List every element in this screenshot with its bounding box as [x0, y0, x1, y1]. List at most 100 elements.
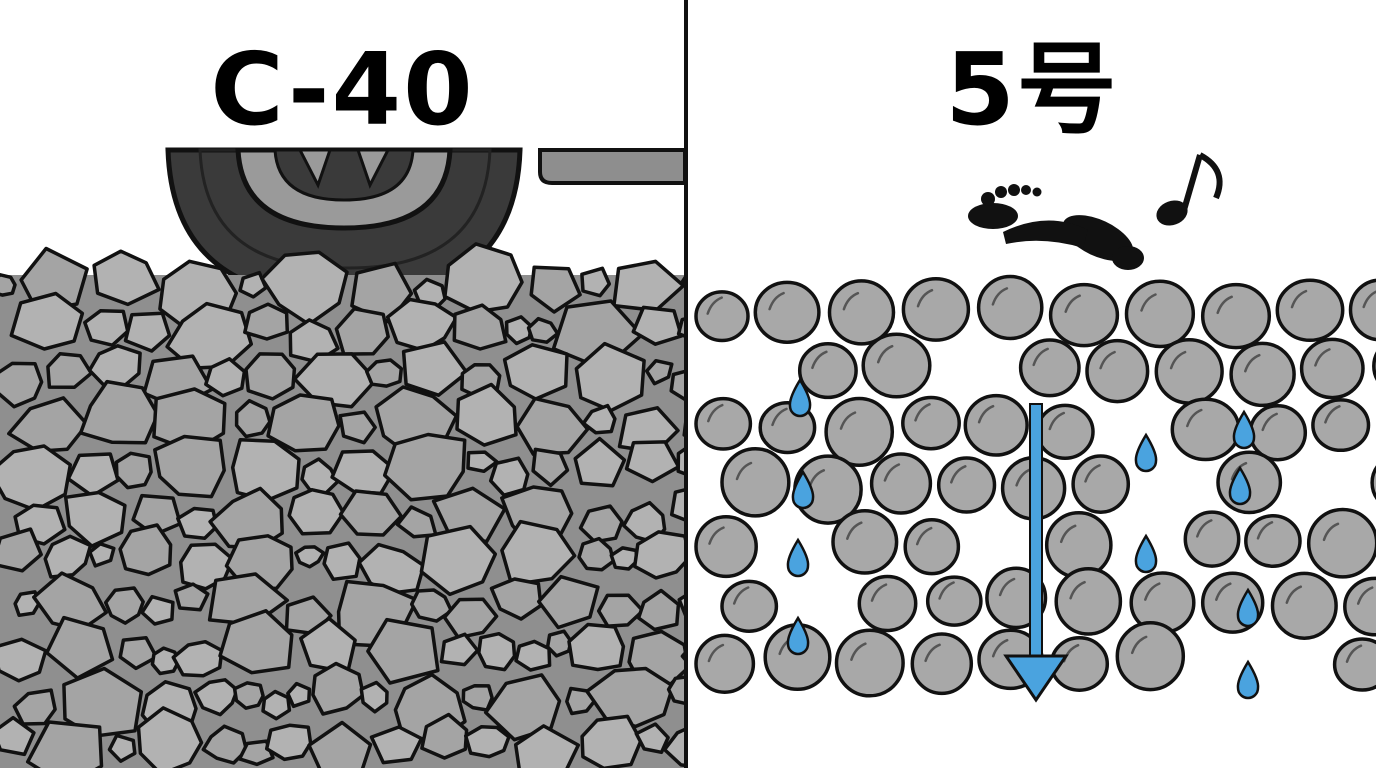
crushed-stone — [88, 542, 116, 568]
round-stone — [797, 342, 858, 400]
round-stone — [1018, 338, 1081, 398]
round-stone — [1054, 567, 1123, 636]
stone-highlight — [1230, 461, 1248, 481]
stone-highlight — [1322, 522, 1340, 542]
stone-highlight — [924, 643, 941, 663]
crushed-stone — [118, 523, 173, 577]
crushed-stone — [513, 724, 581, 768]
stone-highlight — [977, 404, 995, 424]
crushed-stone — [264, 723, 313, 762]
round-stone — [901, 395, 961, 451]
crushed-stone — [92, 249, 161, 307]
no5-illustration — [694, 152, 1376, 703]
crushed-stone — [12, 688, 57, 726]
round-stone — [1306, 507, 1376, 579]
water-drop-icon — [1228, 465, 1252, 506]
round-stone — [1270, 571, 1338, 640]
crushed-stone — [531, 447, 570, 488]
crushed-stone — [103, 586, 145, 625]
crushed-stone — [359, 680, 389, 714]
crushed-stone — [580, 266, 612, 298]
round-stone — [831, 509, 899, 575]
crushed-stone — [463, 724, 511, 759]
crushed-stone — [567, 622, 626, 672]
crushed-stone — [338, 410, 377, 445]
round-stone — [1299, 337, 1365, 400]
stone-highlight — [707, 643, 725, 663]
round-stone — [1348, 278, 1376, 342]
crushed-stone — [366, 617, 440, 685]
stone-highlight — [706, 296, 723, 315]
crushed-stone — [244, 352, 297, 401]
crushed-stone — [536, 574, 600, 630]
water-drop-icon — [1236, 659, 1260, 700]
crushed-stone — [578, 504, 624, 544]
stone-highlight — [991, 287, 1009, 306]
crushed-stone — [45, 615, 115, 680]
stone-highlight — [1215, 582, 1232, 601]
round-stone — [901, 276, 971, 342]
crushed-stone — [669, 369, 685, 402]
crushed-stone — [218, 609, 294, 675]
crushed-stone — [442, 597, 499, 640]
crushed-stone — [9, 291, 85, 351]
round-stone — [925, 575, 983, 627]
crushed-stone — [136, 706, 204, 768]
crushed-stone — [107, 733, 137, 763]
crushed-stone — [577, 536, 616, 572]
crushed-stone — [266, 393, 341, 453]
crushed-stone — [382, 432, 467, 502]
stone-highlight — [1314, 348, 1331, 367]
stone-highlight — [708, 526, 725, 545]
round-stone — [753, 280, 821, 344]
round-stone — [1275, 278, 1345, 343]
stone-highlight — [1099, 350, 1116, 370]
crushed-stone — [545, 629, 573, 658]
stone-highlight — [771, 407, 788, 427]
crushed-stone — [612, 259, 685, 313]
round-stone — [1044, 510, 1113, 580]
panel-divider — [684, 0, 688, 768]
round-stone — [1200, 282, 1272, 350]
crushed-stone — [514, 639, 552, 672]
no5-stones — [694, 274, 1376, 698]
stone-highlight — [1261, 412, 1278, 432]
crushed-stone — [574, 341, 646, 413]
crushed-stone — [178, 542, 235, 591]
crushed-stone — [261, 689, 292, 721]
crushed-stone — [237, 739, 275, 767]
round-stone — [694, 633, 756, 694]
crushed-stone — [0, 637, 48, 683]
round-stone — [720, 579, 779, 633]
crushed-stone — [0, 273, 17, 297]
round-stone — [1124, 279, 1196, 349]
c40-stones — [0, 242, 685, 768]
crushed-stone — [624, 440, 681, 484]
crushed-stone — [581, 403, 617, 435]
crushed-stone — [140, 594, 175, 626]
round-stone — [861, 332, 932, 399]
crushed-stone — [131, 493, 183, 537]
stone-highlight — [938, 581, 955, 600]
round-stone — [1183, 510, 1241, 568]
crushed-stone — [401, 340, 469, 397]
crushed-stone — [585, 666, 675, 729]
panel-c40: C-40 — [0, 0, 685, 768]
stone-highlight — [1324, 405, 1341, 424]
water-drops — [786, 377, 1260, 700]
crushed-stone — [287, 488, 346, 536]
water-drop-icon — [788, 377, 812, 418]
crushed-stone — [322, 541, 362, 582]
stone-highlight — [707, 403, 724, 423]
crushed-stone — [288, 318, 340, 364]
crushed-stone — [300, 457, 340, 496]
stone-highlight — [914, 403, 931, 422]
crushed-stone — [173, 582, 210, 612]
water-drop-icon — [791, 469, 815, 510]
crushed-stone — [636, 588, 681, 632]
crushed-stone — [439, 632, 480, 667]
crushed-stone — [631, 305, 684, 346]
crushed-stone — [204, 357, 247, 398]
crushed-stone — [644, 358, 674, 386]
stone-highlight — [1084, 464, 1101, 483]
